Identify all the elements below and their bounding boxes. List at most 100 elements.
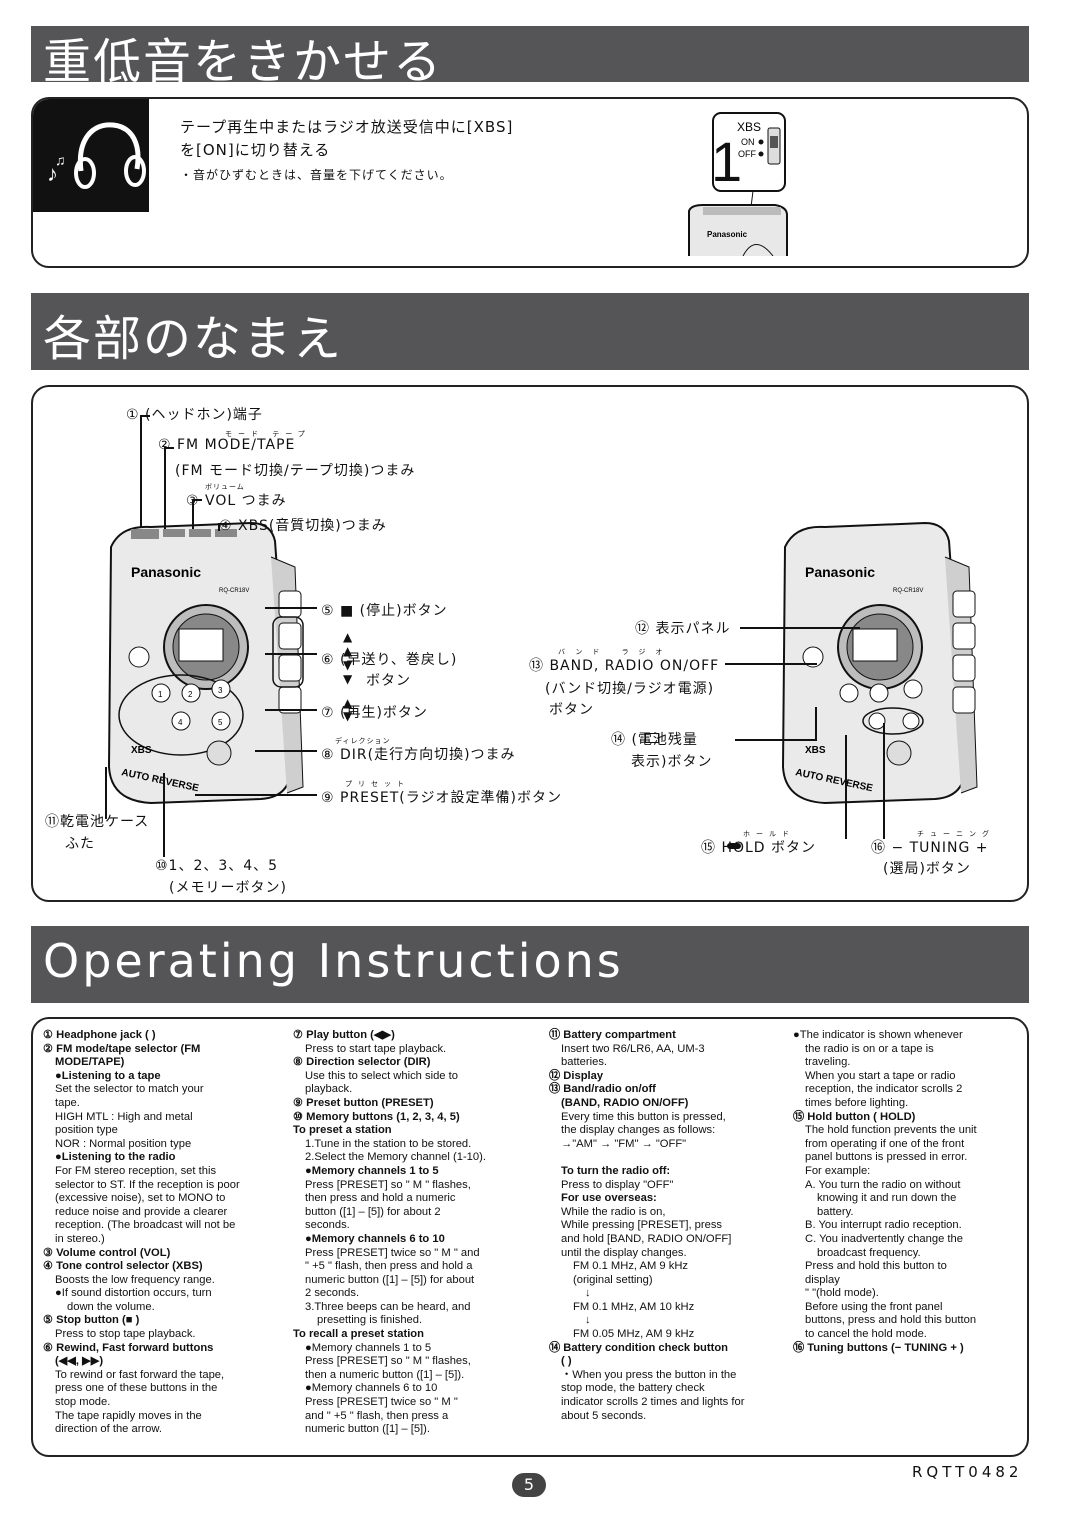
instruction-line: ●Listening to a tape — [55, 1069, 161, 1082]
svg-text:XBS: XBS — [805, 745, 826, 756]
instruction-line: reception. (The broadcast will not be — [55, 1219, 236, 1232]
svg-text:♫: ♫ — [55, 152, 66, 168]
instruction-line: batteries. — [561, 1056, 608, 1069]
figure-brand-small: Panasonic — [707, 230, 748, 239]
svg-text:XBS: XBS — [131, 745, 152, 756]
instruction-line: ⑥ Rewind, Fast forward buttons — [43, 1341, 214, 1354]
section3-title: Operating Instructions — [43, 934, 624, 988]
instruction-line: To rewind or fast forward the tape, — [55, 1368, 225, 1381]
callout-memory-buttons: ⑩1、2、3、4、5 — [155, 858, 279, 874]
instruction-line: tape. — [55, 1096, 80, 1109]
left-model: RQ-CR18V — [219, 588, 249, 594]
instruction-line: Press [PRESET] so " M " flashes, — [305, 1355, 471, 1368]
instruction-line: Press [PRESET] twice so " M " — [305, 1396, 458, 1409]
document-code: RQTT0482 — [912, 1463, 1023, 1481]
instruction-line: When you start a tape or radio — [805, 1069, 956, 1082]
instruction-line: (excessive noise), set to MONO to — [55, 1192, 226, 1205]
instruction-line: 3.Three beeps can be heard, and — [305, 1300, 471, 1313]
instruction-line: 1.Tune in the station to be stored. — [305, 1137, 472, 1150]
instruction-line: indicator scrolls 2 times and lights for — [561, 1396, 745, 1409]
instruction-line: times before lighting. — [805, 1096, 909, 1109]
callout-xbs: ④ XBS(音質切換)つまみ — [219, 518, 387, 534]
instruction-line: ↓ — [585, 1314, 591, 1327]
instruction-line: down the volume. — [67, 1300, 155, 1313]
callout-fm-mode-tape-desc: (FM モード切換/テープ切換)つまみ — [175, 463, 416, 479]
instruction-line: ⑪ Battery compartment — [549, 1029, 676, 1041]
callout-battery-check: ⑭ (電池残量 — [611, 732, 698, 748]
instruction-line: ●If sound distortion occurs, turn — [55, 1287, 212, 1300]
callout-fm-mode-tape: ② FM MODE/TAPE — [158, 437, 296, 453]
instruction-line: ↓ — [585, 1287, 591, 1300]
instruction-line: C. You inadvertently change the — [805, 1232, 963, 1245]
instruction-line: To recall a preset station — [293, 1328, 424, 1341]
callout-stop: ⑤ ■ (停止)ボタン — [321, 603, 448, 619]
instruction-line: (◀◀, ▶▶) — [55, 1355, 104, 1368]
instruction-line: NOR : Normal position type — [55, 1137, 192, 1150]
left-brand: Panasonic — [131, 564, 201, 580]
instruction-line: until the display changes. — [561, 1246, 687, 1259]
cassette-player-front-right: Panasonic RQ-CR18V XBS AUTO REVERSE — [781, 521, 978, 805]
instruction-line: ●The indicator is shown whenever — [793, 1029, 963, 1041]
instruction-line: 2 seconds. — [305, 1287, 360, 1300]
callout-hold: ⑮ HOLD ボタン — [701, 840, 817, 856]
svg-text:5: 5 — [218, 718, 223, 727]
instruction-line: For example: — [805, 1164, 871, 1177]
callout-battery-cover-2: ふた — [65, 836, 95, 852]
figure-step-number: 1 — [711, 130, 742, 193]
svg-text:3: 3 — [218, 686, 223, 695]
callout-vol-ruby: ボリューム — [205, 483, 245, 491]
instruction-line: ⑩ Memory buttons (1, 2, 3, 4, 5) — [293, 1110, 460, 1123]
instruction-line: ⑮ Hold button ( HOLD) — [793, 1110, 916, 1123]
instructions-column-2: ⑦ Play button (◀▶)Press to start tape pl… — [293, 1029, 525, 1437]
instruction-line: buttons, press and hold this button — [805, 1314, 977, 1327]
instruction-line: reception, the indicator scrolls 2 — [805, 1083, 963, 1096]
instruction-line: Press [PRESET] so " M " flashes, — [305, 1178, 471, 1191]
instruction-line: (BAND, RADIO ON/OFF) — [561, 1096, 689, 1109]
instruction-line: from operating if one of the front — [805, 1137, 965, 1150]
instruction-line: To turn the radio off: — [561, 1164, 671, 1177]
instruction-line: A. You turn the radio on without — [805, 1178, 961, 1191]
instruction-line: ●Memory channels 6 to 10 — [305, 1382, 438, 1395]
right-model: RQ-CR18V — [893, 588, 923, 594]
instruction-line: in stereo.) — [55, 1232, 105, 1245]
instruction-line: ④ Tone control selector (XBS) — [43, 1260, 203, 1273]
instruction-line: ③ Volume control (VOL) — [43, 1246, 171, 1259]
instruction-line: ⑯ Tuning buttons (− TUNING + ) — [793, 1341, 964, 1354]
instruction-line — [549, 1151, 773, 1165]
instruction-line: MODE/TAPE) — [55, 1056, 125, 1069]
section3-title-bar: Operating Instructions — [31, 926, 1029, 1003]
instruction-line: FM 0.1 MHz, AM 10 kHz — [573, 1300, 695, 1313]
instruction-line: 2.Select the Memory channel (1-10). — [305, 1151, 486, 1164]
instruction-line: ⑫ Display — [549, 1069, 604, 1082]
instruction-line: button ([1] – [5]) for about 2 — [305, 1205, 441, 1218]
page-number: 5 — [523, 1475, 535, 1494]
instruction-line: FM 0.05 MHz, AM 9 kHz — [573, 1328, 695, 1341]
instruction-line: stop mode. — [55, 1396, 111, 1409]
instruction-line: While the radio is on, — [561, 1205, 666, 1218]
instruction-line: HIGH MTL : High and metal — [55, 1110, 193, 1123]
instruction-line: selector to ST. If the reception is poor — [55, 1178, 240, 1191]
svg-text:2: 2 — [188, 690, 193, 699]
svg-text:1: 1 — [158, 690, 163, 699]
callout-tuning: ⑯ − TUNING + — [871, 840, 989, 856]
instruction-line: While pressing [PRESET], press — [561, 1219, 723, 1232]
instruction-line: press one of these buttons in the — [55, 1382, 218, 1395]
svg-text:4: 4 — [178, 718, 183, 727]
instruction-line: ●Memory channels 1 to 5 — [305, 1341, 432, 1354]
instruction-line: Set the selector to match your — [55, 1083, 204, 1096]
instruction-line: seconds. — [305, 1219, 350, 1232]
section2-title-bar: 各部のなまえ — [31, 293, 1029, 370]
instruction-line: ② FM mode/tape selector (FM — [43, 1042, 201, 1055]
hold-icon — [727, 843, 741, 849]
callout-headphone-jack: ① (ヘッドホン)端子 — [126, 407, 263, 423]
callout-memory-buttons-desc: (メモリーボタン) — [169, 880, 287, 896]
figure-xbs-label: XBS — [737, 120, 761, 134]
callout-band-radio-button: ボタン — [549, 702, 594, 718]
callout-display: ⑫ 表示パネル — [635, 621, 731, 637]
instruction-line: ・When you press the button in the — [561, 1368, 737, 1381]
instruction-line: broadcast frequency. — [817, 1246, 921, 1259]
callout-preset-ruby: プリセット — [345, 780, 410, 788]
instruction-line: The tape rapidly moves in the — [55, 1409, 202, 1422]
instruction-line: and hold [BAND, RADIO ON/OFF] — [561, 1232, 732, 1245]
